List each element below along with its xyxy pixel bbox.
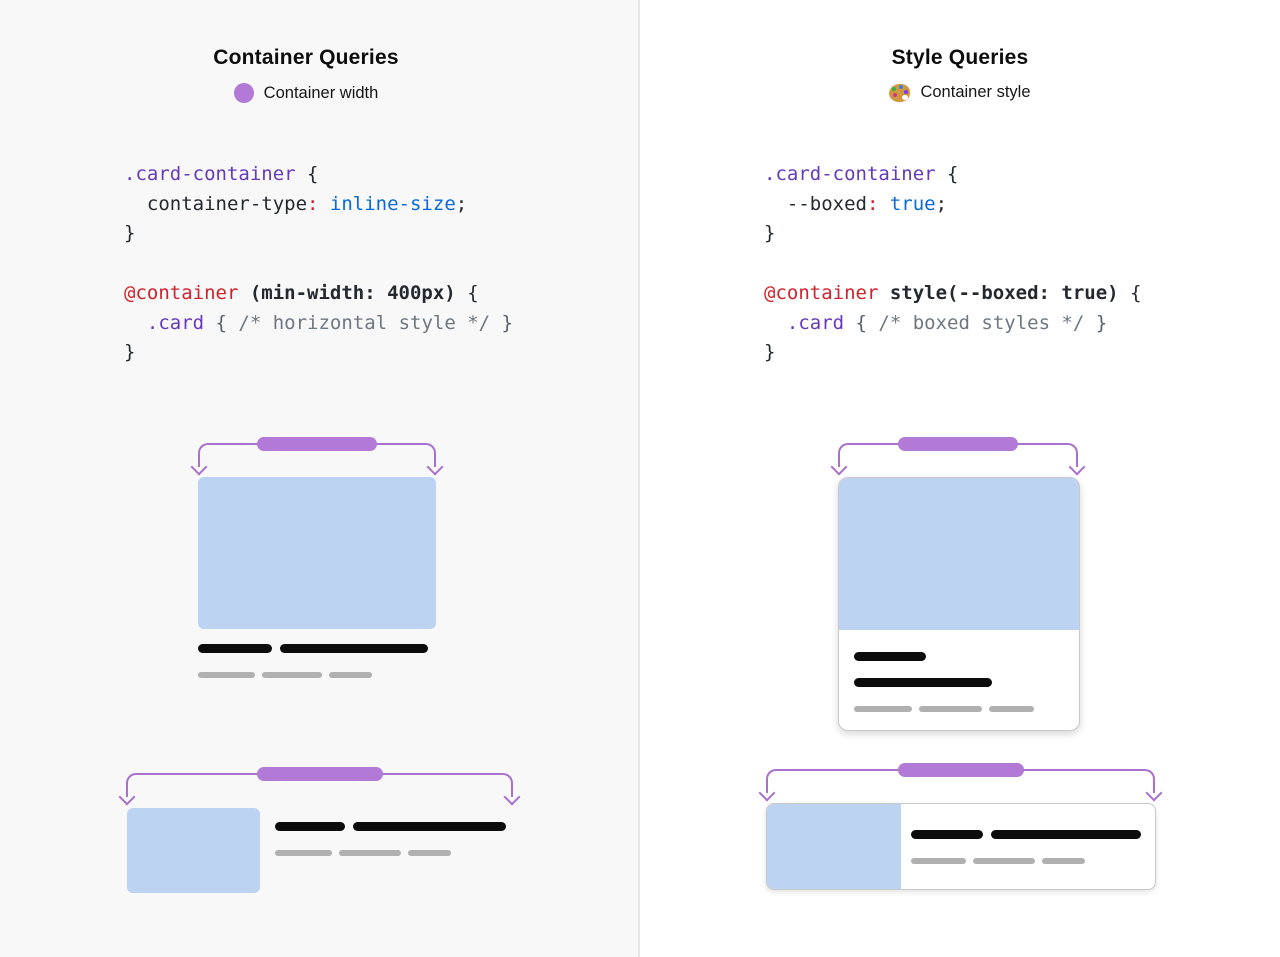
card-illustration-boxed-vertical: [838, 437, 1080, 737]
container-width-dot-icon: [233, 83, 254, 103]
boxed-card: [838, 477, 1080, 731]
card-image-placeholder: [839, 478, 1079, 630]
card-text-block: [275, 808, 506, 893]
text-line-placeholder: [353, 822, 506, 831]
container-style-bracket: [766, 763, 1155, 793]
code-line: }: [124, 222, 136, 245]
container-width-pill: [256, 767, 383, 781]
legend-container-style: Container style: [640, 83, 1280, 102]
page-title: Style Queries: [891, 46, 1029, 69]
code-line: .card { /* horizontal style */ }: [124, 311, 513, 334]
legend-label: Container style: [920, 83, 1031, 101]
panel-header: Container Queries Container width: [0, 46, 612, 103]
panel-container-queries: Container Queries Container width .card-…: [0, 0, 640, 957]
legend-container-width: Container width: [0, 83, 612, 103]
css-code-snippet-style-query: .card-container { --boxed: true;} @conta…: [764, 160, 1142, 368]
text-line-placeholder: [408, 850, 451, 856]
container-width-pill: [257, 437, 377, 451]
palette-icon: [889, 83, 911, 102]
panel-style-queries: Style Queries Container style .card-cont…: [640, 0, 1280, 957]
text-line-placeholder: [854, 652, 926, 661]
text-line-placeholder: [854, 678, 992, 687]
card-title-line: [854, 678, 1064, 687]
card-title-lines: [911, 830, 1141, 839]
container-style-bracket: [838, 437, 1078, 467]
code-line: }: [764, 222, 776, 245]
code-line: @container (min-width: 400px) {: [124, 281, 479, 304]
text-line-placeholder: [989, 706, 1034, 712]
card-image-placeholder: [198, 477, 436, 629]
card-image-placeholder: [127, 808, 260, 893]
card-title-lines: [275, 822, 506, 831]
code-line: .card { /* boxed styles */ }: [764, 311, 1108, 334]
code-line: --boxed: true;: [764, 192, 948, 215]
container-width-bracket: [126, 767, 513, 797]
code-line: container-type: inline-size;: [124, 192, 468, 215]
text-line-placeholder: [329, 672, 372, 678]
text-line-placeholder: [1042, 858, 1085, 864]
legend-label: Container width: [263, 83, 379, 102]
boxed-horizontal-card: [766, 803, 1156, 890]
card-image-placeholder: [767, 804, 901, 889]
text-line-placeholder: [911, 830, 983, 839]
code-line: [124, 249, 513, 279]
card-subtext-lines: [854, 706, 1064, 712]
card-subtext-lines: [198, 672, 372, 678]
horizontal-card: [127, 808, 506, 893]
text-line-placeholder: [973, 858, 1035, 864]
code-line: [764, 249, 1142, 279]
card-text-block: [839, 630, 1079, 712]
card-illustration-boxed-horizontal: [766, 763, 1156, 898]
text-line-placeholder: [991, 830, 1141, 839]
text-line-placeholder: [275, 822, 345, 831]
text-line-placeholder: [854, 706, 912, 712]
text-line-placeholder: [275, 850, 332, 856]
text-line-placeholder: [911, 858, 966, 864]
code-line: .card-container {: [124, 163, 319, 185]
code-line: @container style(--boxed: true) {: [764, 281, 1142, 304]
text-line-placeholder: [339, 850, 401, 856]
container-style-pill: [898, 437, 1018, 451]
card-title-lines: [198, 644, 428, 653]
code-line: .card-container {: [764, 163, 959, 185]
text-line-placeholder: [198, 644, 272, 653]
text-line-placeholder: [198, 672, 255, 678]
panel-header: Style Queries Container style: [640, 46, 1280, 102]
code-line: }: [764, 341, 776, 364]
css-code-snippet-container-query: .card-container { container-type: inline…: [124, 160, 513, 368]
code-line: }: [124, 341, 136, 364]
text-line-placeholder: [262, 672, 322, 678]
card-illustration-horizontal: [126, 767, 513, 897]
card-subtext-lines: [911, 858, 1141, 864]
text-line-placeholder: [919, 706, 982, 712]
text-line-placeholder: [280, 644, 428, 653]
card-illustration-vertical: [198, 437, 436, 682]
card-text-block: [901, 804, 1141, 889]
container-style-pill: [897, 763, 1024, 777]
container-width-bracket: [198, 437, 436, 467]
card-subtext-lines: [275, 850, 506, 856]
card-title-line: [854, 652, 1064, 661]
page-title: Container Queries: [213, 46, 399, 69]
